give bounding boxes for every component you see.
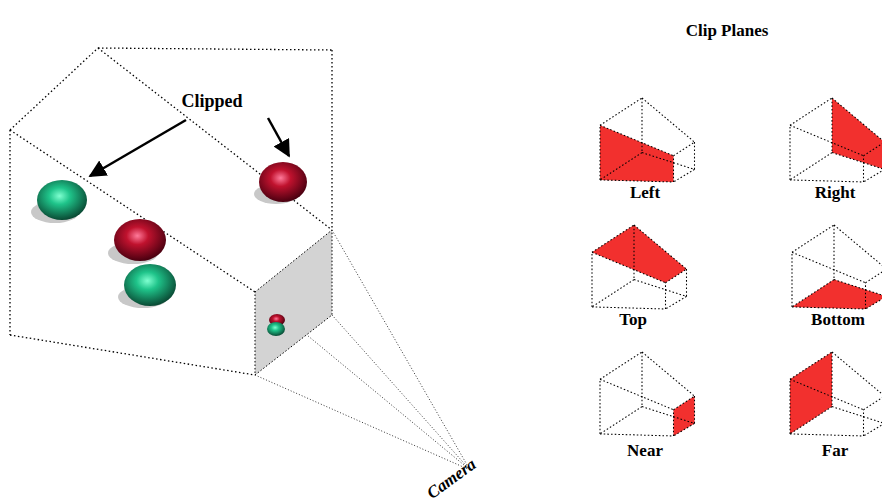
frustum-edge	[790, 125, 864, 155]
frustum-edge	[600, 434, 674, 436]
frustum-edge	[789, 125, 790, 180]
frustum-edge	[592, 252, 666, 282]
frustum-edge	[642, 352, 695, 396]
frustum-edge	[666, 296, 687, 309]
frustum-edge	[790, 434, 864, 436]
frustum-edge	[600, 153, 642, 180]
frustum-edge	[792, 307, 866, 309]
frustum-edge	[592, 280, 634, 307]
frustum-edge	[864, 142, 882, 156]
clip-plane	[592, 225, 687, 283]
clip-plane	[790, 352, 832, 434]
frustum-edge	[673, 156, 674, 182]
frustum-edge	[792, 280, 834, 307]
frustum-edge	[694, 396, 695, 423]
plane-label: Bottom	[811, 311, 865, 330]
frustum-edge	[600, 125, 674, 155]
frustum-edge	[634, 225, 687, 269]
camera-rays	[255, 230, 470, 470]
frustum-edge	[641, 352, 642, 407]
frustum-edge	[642, 153, 695, 170]
frustum	[10, 48, 332, 375]
frustum-edge	[674, 169, 695, 182]
frustum-edge	[592, 307, 666, 309]
clip-plane-icon	[790, 98, 882, 182]
plane-label: Near	[627, 442, 663, 461]
frustum-edge	[834, 225, 882, 269]
frustum-edge	[864, 169, 882, 182]
panel-heading: Clip Planes	[686, 22, 769, 41]
frustum-edge	[599, 125, 600, 180]
frustum-edge	[599, 379, 600, 434]
frustum-edge	[790, 153, 832, 180]
frustum-edge	[665, 283, 666, 309]
frustum-edge	[832, 407, 882, 424]
frustum-edge	[790, 180, 864, 182]
frustum-edge	[832, 153, 882, 170]
frustum-edge	[790, 352, 832, 379]
frustum-edge	[600, 180, 674, 182]
clip-plane-icons	[592, 98, 882, 436]
frustum-edge	[792, 252, 866, 282]
callout-label: Clipped	[181, 92, 242, 112]
near-plane	[255, 230, 332, 375]
frustum-edge	[831, 98, 832, 153]
frustum-edge	[642, 98, 695, 142]
frustum-edge	[831, 352, 832, 407]
frustum-edge	[865, 283, 866, 309]
plane-label: Far	[822, 442, 848, 461]
clip-plane-icon	[600, 98, 695, 182]
frustum-edge	[694, 142, 695, 169]
clip-plane	[600, 125, 674, 182]
frustum-edge	[864, 396, 882, 410]
clipped-arrows	[90, 118, 289, 176]
frustum-edge	[674, 142, 695, 156]
frustum-edge	[864, 423, 882, 436]
frustum-edge	[674, 396, 695, 410]
spheres	[31, 162, 307, 336]
clip-plane	[792, 280, 882, 309]
frustum-edge	[792, 225, 834, 252]
frustum-edge	[642, 407, 695, 424]
clip-plane-icon	[600, 352, 695, 436]
frustum-edge	[833, 225, 834, 280]
frustum-edge	[600, 352, 642, 379]
plane-label: Top	[619, 311, 647, 330]
frustum-edge	[600, 98, 642, 125]
frustum-edge	[790, 379, 864, 409]
frustum-edge	[600, 407, 642, 434]
frustum-edge	[834, 280, 882, 297]
frustum-edge	[592, 225, 634, 252]
frustum-edge	[790, 98, 832, 125]
frustum-edge	[863, 156, 864, 182]
clip-plane	[832, 98, 882, 169]
plane-label: Right	[815, 184, 856, 203]
frustum-edge	[866, 269, 882, 283]
clip-plane-icon	[792, 225, 882, 309]
frustum-edge	[600, 379, 674, 409]
frustum-edge	[666, 269, 687, 283]
plane-label: Left	[630, 184, 660, 203]
frustum-edge	[641, 98, 642, 153]
frustum-edge	[866, 296, 882, 309]
frustum-edge	[686, 269, 687, 296]
frustum-edge	[789, 379, 790, 434]
frustum-edge	[634, 280, 687, 297]
clip-plane-icon	[790, 352, 882, 436]
frustum-edge	[790, 407, 832, 434]
frustum-edge	[591, 252, 592, 307]
frustum-edge	[832, 352, 882, 396]
frustum-edge	[633, 225, 634, 280]
clip-plane	[674, 396, 695, 436]
frustum-edge	[863, 410, 864, 436]
frustum-edge	[791, 252, 792, 307]
frustum-edge	[832, 98, 882, 142]
frustum-edge	[674, 423, 695, 436]
camera-label: Camera	[424, 455, 480, 503]
clip-plane-icon	[592, 225, 687, 309]
frustum-edge	[673, 410, 674, 436]
